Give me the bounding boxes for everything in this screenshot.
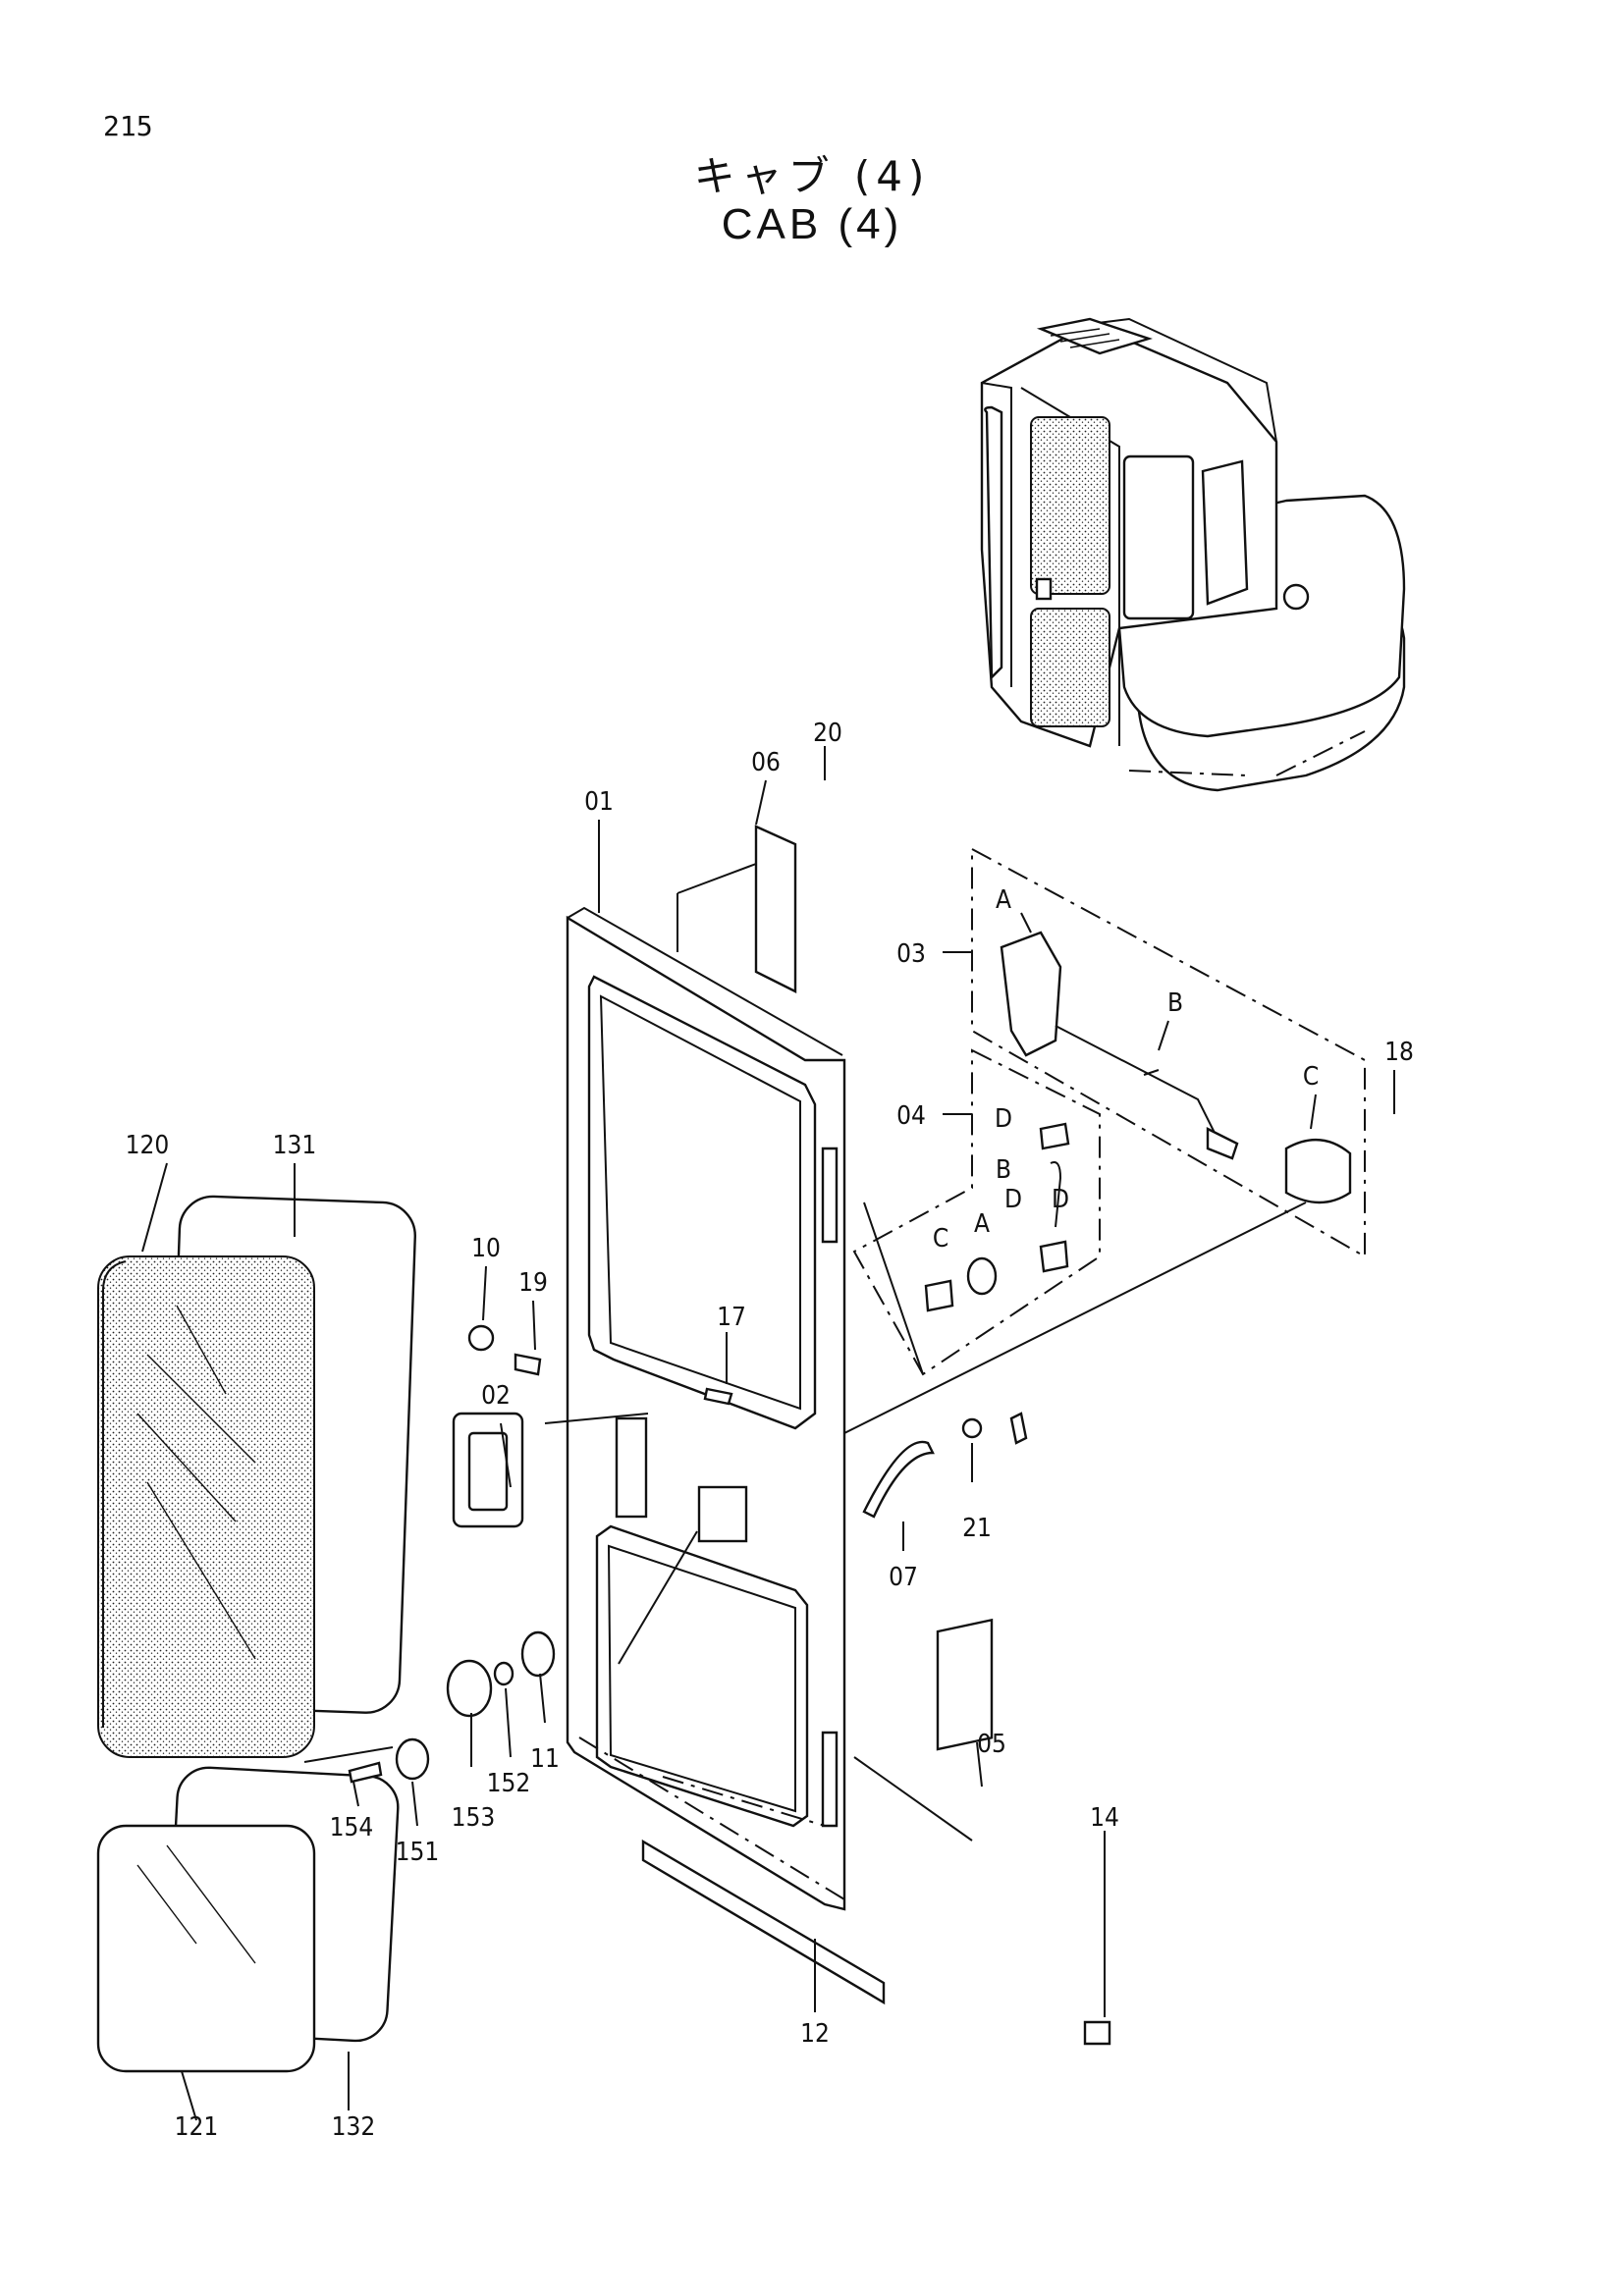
label-12: 12 [800, 2019, 830, 2049]
label-d-upper: D [995, 1104, 1012, 1134]
label-b-lower: B [996, 1155, 1011, 1185]
latch-parts [924, 931, 1352, 1312]
label-03: 03 [896, 939, 926, 969]
label-131: 131 [273, 1131, 317, 1160]
label-14: 14 [1090, 1803, 1119, 1833]
title-japanese: キャブ (4) [693, 152, 931, 200]
label-154: 154 [330, 1813, 374, 1842]
label-c-lower: C [933, 1224, 948, 1254]
lower-window-glass [96, 1766, 400, 2073]
cab-door-frame [566, 906, 846, 1911]
page-number: 215 [103, 110, 153, 142]
label-151: 151 [396, 1838, 440, 1867]
label-05: 05 [977, 1730, 1006, 1759]
part-06-plate [754, 825, 797, 993]
label-18: 18 [1384, 1038, 1414, 1067]
label-120: 120 [126, 1131, 170, 1160]
small-parts [348, 1324, 1111, 2046]
assembly-03-box [971, 847, 1366, 1258]
label-153: 153 [452, 1803, 496, 1833]
label-04: 04 [896, 1101, 926, 1131]
label-b-upper: B [1167, 988, 1183, 1018]
label-a-upper: A [996, 885, 1011, 915]
label-02: 02 [481, 1381, 511, 1411]
label-121: 121 [175, 2112, 219, 2142]
label-132: 132 [332, 2112, 376, 2142]
label-06: 06 [751, 748, 781, 777]
label-d-lower: D [1004, 1185, 1022, 1214]
label-07: 07 [889, 1563, 918, 1592]
label-d-third: D [1052, 1185, 1069, 1214]
part-labels: 01 02 03 04 05 06 07 10 11 12 14 17 18 1… [126, 719, 1414, 2142]
label-a-lower: A [974, 1209, 990, 1239]
label-19: 19 [518, 1268, 548, 1298]
detail-letter-labels: A B C D A B C D D [933, 885, 1319, 1254]
title-english: CAB (4) [721, 200, 903, 248]
label-01: 01 [584, 787, 614, 817]
label-10: 10 [471, 1234, 501, 1263]
label-20: 20 [813, 719, 842, 748]
upper-window-glass [97, 1195, 416, 1758]
label-21: 21 [962, 1514, 992, 1543]
leader-lines [141, 746, 1395, 2121]
cab-overview-illustration [980, 317, 1406, 792]
label-c-upper: C [1303, 1062, 1319, 1092]
label-11: 11 [530, 1744, 560, 1774]
label-17: 17 [717, 1303, 746, 1332]
label-152: 152 [487, 1769, 531, 1798]
